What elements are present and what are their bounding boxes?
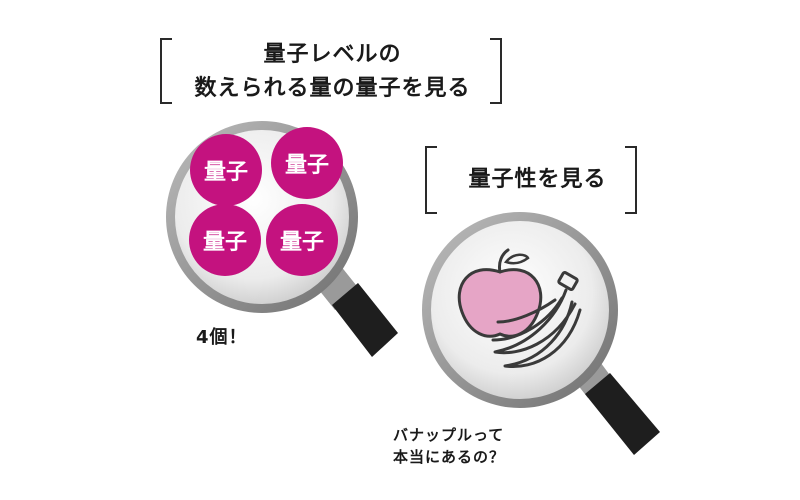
quantum-token: 量子 [266, 204, 338, 276]
quantum-token-label: 量子 [204, 160, 248, 185]
bracket-right-close [625, 146, 637, 214]
question-line-2: 本当にあるの？ [393, 448, 506, 466]
bracket-right-open [425, 146, 437, 214]
question-line-1: バナップルって [393, 426, 505, 444]
count-note: 4個！ [196, 327, 248, 348]
caption-quantum-level: 量子レベルの 数えられる量の量子を見る [165, 38, 500, 106]
quantum-token: 量子 [189, 204, 261, 276]
apple-icon [457, 248, 543, 338]
quantum-token-label: 量子 [285, 153, 329, 178]
quantum-token: 量子 [190, 134, 262, 206]
magnifier-icon-right [422, 212, 660, 455]
caption-line-2: 数えられる量の量子を見る [194, 76, 471, 101]
quantum-token-label: 量子 [203, 230, 247, 255]
caption-line-1: 量子レベルの [263, 42, 402, 67]
bracket-left-close [490, 38, 502, 104]
quantum-token-label: 量子 [280, 230, 324, 255]
magnifier-icon-left: 量子 量子 量子 量子 [166, 121, 398, 357]
caption-quantumness: 量子性を見る [468, 167, 607, 192]
banana-icon [491, 271, 582, 369]
quantum-token: 量子 [271, 127, 343, 199]
question-note: バナップルって 本当にあるの？ [393, 424, 505, 468]
bracket-left-open [160, 38, 172, 104]
